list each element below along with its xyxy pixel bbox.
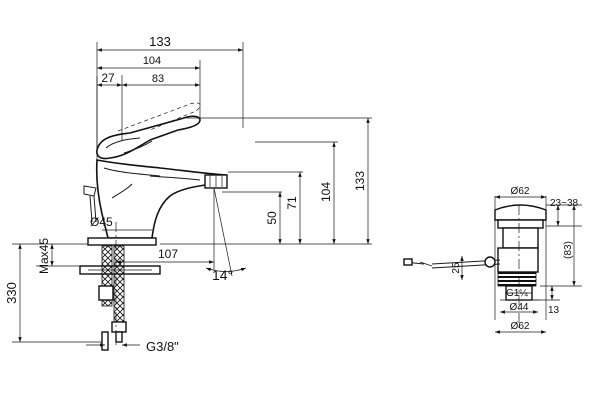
dim-h133-label: 133 xyxy=(353,171,367,191)
dim-g114-label: G1¼ xyxy=(506,287,528,299)
dim-dia45: Ø45 xyxy=(90,215,152,231)
dim-h13: 13 xyxy=(548,286,560,316)
dim-107-label: 107 xyxy=(158,247,178,261)
dim-h25-label: 25 xyxy=(451,262,462,274)
waste-view: Ø62 23~38 (83) 25 G1¼ Ø44 13 Ø62 xyxy=(403,186,582,334)
dim-max45: Max45 xyxy=(37,238,54,274)
dim-330: 330 xyxy=(4,244,22,342)
dim-d62-top-label: Ø62 xyxy=(511,186,530,197)
dim-h104: 104 xyxy=(319,142,336,244)
dim-h83-label: (83) xyxy=(563,241,574,259)
dim-d44-label: Ø44 xyxy=(510,302,529,313)
dim-27-label: 27 xyxy=(101,71,115,85)
dim-133-label: 133 xyxy=(149,34,171,49)
waste-body xyxy=(497,227,540,301)
dim-83-label: 83 xyxy=(152,73,164,85)
dim-d62-bot: Ø62 xyxy=(495,321,546,334)
dim-83-width: 83 xyxy=(122,73,200,87)
faucet-base xyxy=(79,237,161,351)
dim-g114: G1¼ xyxy=(506,287,528,299)
waste-flange xyxy=(494,204,547,229)
dim-h71-label: 71 xyxy=(285,196,299,210)
dim-h104-label: 104 xyxy=(319,182,333,202)
dim-330-label: 330 xyxy=(4,282,19,304)
dim-max45-label: Max45 xyxy=(37,238,51,274)
dim-h50: 50 xyxy=(265,192,282,244)
faucet-extension-lines xyxy=(12,42,372,343)
dim-h13-label: 13 xyxy=(548,305,560,316)
dim-d62-bot-label: Ø62 xyxy=(511,321,530,332)
dim-107: 107 xyxy=(116,188,215,270)
dim-angle-label: 14° xyxy=(212,267,233,283)
dim-104-label: 104 xyxy=(143,55,161,67)
dim-angle-14: 14° xyxy=(205,187,247,283)
dim-d44: Ø44 xyxy=(500,302,538,314)
dim-133-width: 133 xyxy=(97,34,243,52)
dim-104-width: 104 xyxy=(97,55,200,70)
dim-h25: 25 xyxy=(451,255,464,280)
dim-h71: 71 xyxy=(285,172,302,244)
dim-dia45-label: Ø45 xyxy=(90,215,113,229)
faucet-view: 133 104 27 83 xyxy=(4,34,372,354)
lever-handle xyxy=(96,102,201,160)
dim-2338-label: 23~38 xyxy=(550,198,579,209)
dim-h83: (83) xyxy=(563,205,576,286)
dim-g38-label: G3/8" xyxy=(146,339,179,354)
dim-27-width: 27 xyxy=(97,71,122,87)
faucet-body xyxy=(83,159,228,239)
dim-g38: G3/8" xyxy=(86,339,179,354)
waste-rod xyxy=(403,256,501,269)
dim-2338: 23~38 xyxy=(550,198,579,226)
dim-d62-top: Ø62 xyxy=(495,186,546,199)
dim-h50-label: 50 xyxy=(265,211,279,225)
dim-h133: 133 xyxy=(353,118,370,244)
